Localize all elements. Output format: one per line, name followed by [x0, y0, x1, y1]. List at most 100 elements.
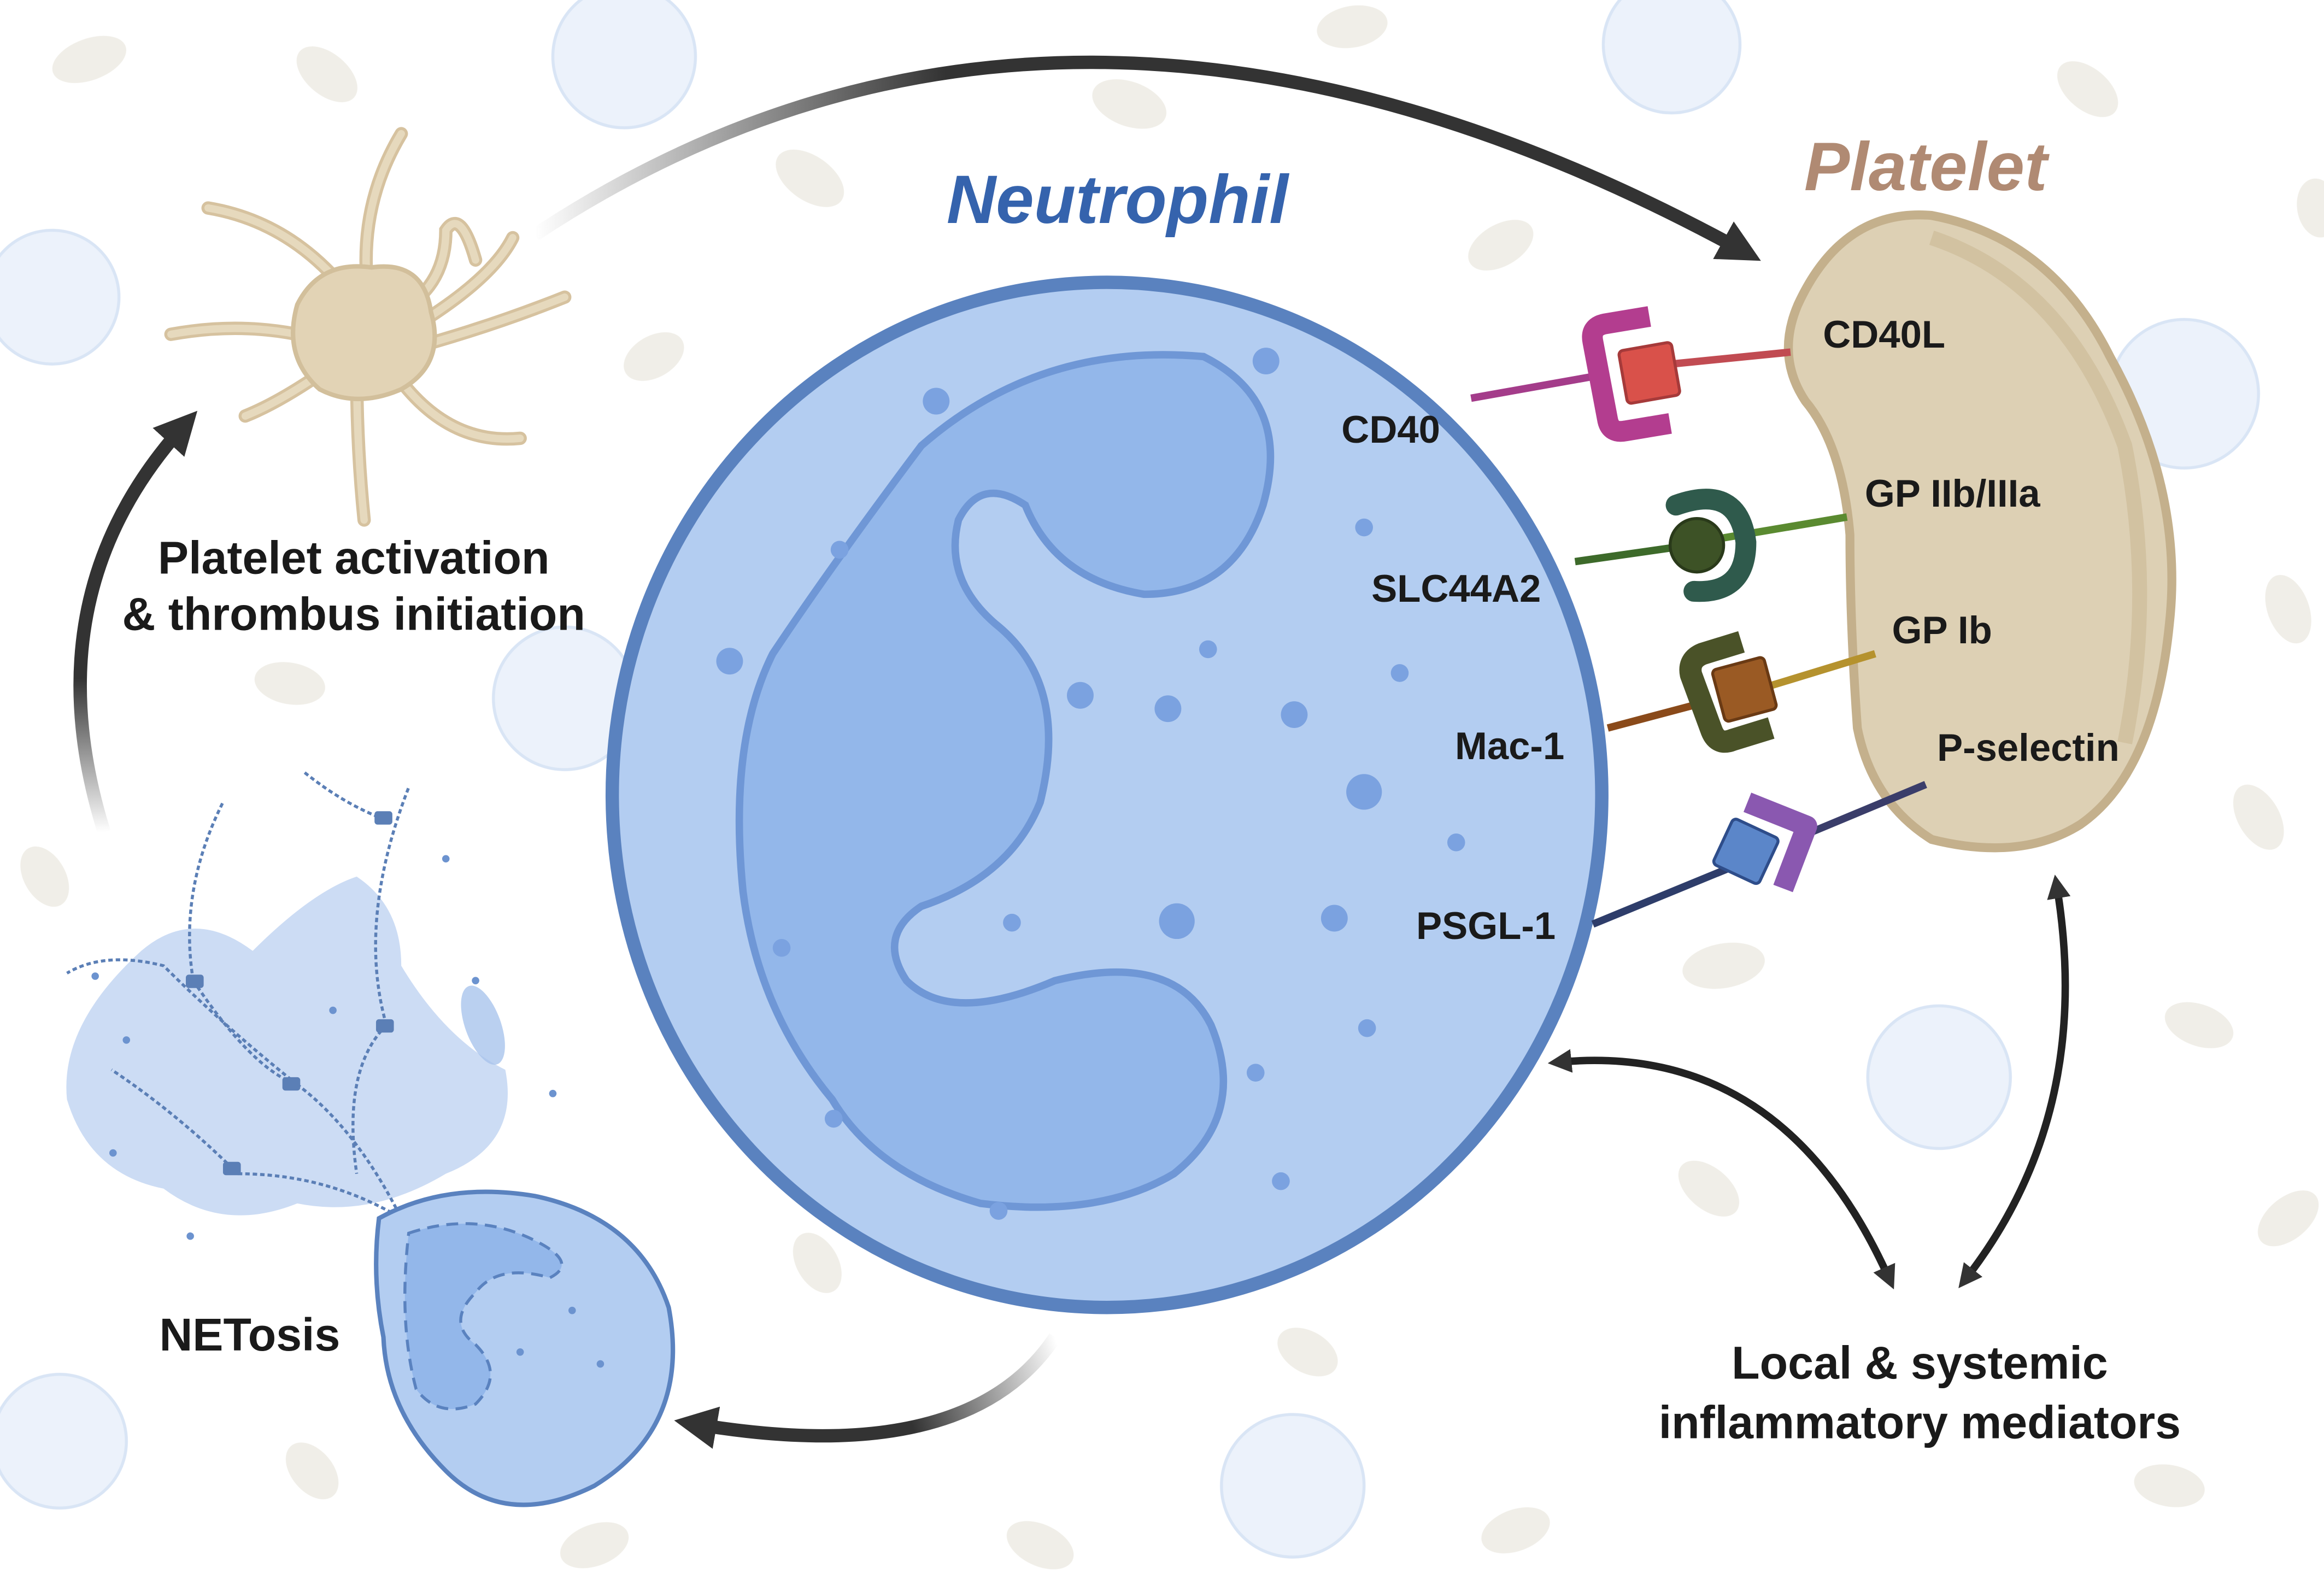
bg-rbc-icon: [285, 1442, 339, 1500]
bg-cell-icon: [1866, 1004, 2012, 1150]
granule-dot: [186, 1232, 194, 1240]
bg-cell-icon: [551, 0, 697, 130]
nucleosome-icon: [374, 811, 392, 825]
granule-dot: [549, 1089, 557, 1097]
slc44a2-label: SLC44A2: [1371, 567, 1541, 610]
granule-dot: [824, 1109, 843, 1128]
arrow-mediators-to-platelet: [1958, 874, 2071, 1288]
granule-dot: [1246, 1064, 1265, 1082]
cd40l-stalk: [1671, 348, 1791, 368]
bg-rbc-icon: [1678, 1160, 1740, 1217]
netosis-nucleus: [403, 1222, 564, 1411]
bg-rbc-icon: [2297, 178, 2324, 238]
nucleosome-icon: [185, 974, 204, 988]
bg-rbc-icon: [296, 46, 357, 102]
psgl1-p-selectin-pair: [1591, 781, 1927, 928]
granule-dot: [1281, 701, 1308, 729]
granule-dot: [568, 1306, 576, 1314]
bg-rbc-icon: [52, 36, 126, 83]
gp-ib-label: GP Ib: [1892, 608, 1992, 651]
granule-dot: [1355, 518, 1374, 537]
cd40-cd40l-pair: [1470, 306, 1791, 442]
neutrophil-title: Neutrophil: [947, 162, 1289, 238]
slc44a2-gp-iib-iiia-pair: [1574, 489, 1848, 602]
bg-cell-icon: [0, 228, 121, 366]
activation-caption-line2: & thrombus initiation: [122, 589, 585, 640]
arrow-neutrophil-to-netosis: [674, 1333, 1061, 1449]
granule-dot: [596, 1360, 605, 1368]
granule-dot: [1154, 695, 1182, 723]
psgl1-ligand-icon: [1712, 818, 1780, 885]
granule-dot: [109, 1149, 117, 1157]
activated-platelet-spines-fill: [167, 130, 568, 524]
psgl1-stalk: [1591, 865, 1728, 928]
platelet-cell: [1783, 210, 2176, 853]
granule-dot: [716, 648, 743, 675]
mac1-label: Mac-1: [1455, 724, 1564, 767]
granule-dot: [1390, 664, 1409, 682]
mediators-caption-line1: Local & systemic: [1732, 1337, 2108, 1389]
bg-rbc-icon: [624, 332, 684, 381]
bg-rbc-icon: [1277, 1328, 1338, 1377]
bg-rbc-icon: [1682, 942, 1765, 989]
p-selectin-stalk: [1799, 781, 1927, 840]
granule-dot: [1252, 348, 1280, 375]
granule-dot: [1321, 905, 1348, 932]
cd40l-ligand-icon: [1617, 341, 1681, 405]
bg-rbc-icon: [2265, 574, 2311, 644]
granule-dot: [329, 1006, 337, 1014]
bg-rbc-icon: [2257, 1190, 2319, 1247]
neutrophil-nucleus: [735, 351, 1275, 1211]
cd40l-label: CD40L: [1823, 313, 1945, 356]
bg-rbc-icon: [776, 149, 844, 207]
bg-rbc-icon: [2164, 1002, 2234, 1048]
bg-rbc-icon: [560, 1522, 629, 1569]
cd40-label: CD40: [1341, 408, 1440, 451]
cd40-stalk: [1470, 371, 1606, 402]
granule-dot: [472, 977, 479, 984]
granule-dot: [1358, 1019, 1376, 1037]
granule-dot: [923, 388, 950, 415]
net-blob: [461, 985, 505, 1065]
activated-platelet: [164, 127, 572, 527]
bg-rbc-icon: [1481, 1507, 1550, 1554]
bg-rbc-icon: [1092, 79, 1167, 129]
gp-iib-iiia-ligand-icon: [1668, 517, 1726, 574]
bg-cell-icon: [1601, 0, 1742, 115]
arrow-netosis-to-activation: [73, 410, 198, 834]
granule-dot: [442, 855, 450, 863]
neutrophil-cell: [605, 275, 1609, 1314]
bg-rbc-icon: [2134, 1464, 2205, 1507]
bg-rbc-icon: [1317, 5, 1388, 49]
bg-rbc-icon: [1006, 1521, 1074, 1570]
bg-rbc-icon: [1468, 220, 1534, 271]
gp-ib-stalk: [1767, 650, 1876, 690]
platelet-title: Platelet: [1804, 129, 2050, 205]
granule-dot: [830, 541, 849, 559]
platelet-highlight: [1929, 231, 2147, 744]
mediators-caption-line2: inflammatory mediators: [1659, 1396, 2181, 1448]
psgl1-label: PSGL-1: [1416, 904, 1556, 947]
arrow-platelet-to-platelet-top: [531, 55, 1761, 261]
granule-dot: [1447, 833, 1465, 852]
net-cloud: [66, 876, 508, 1216]
nucleosome-icon: [375, 1019, 394, 1033]
granule-dot: [1272, 1172, 1290, 1190]
granule-dot: [1199, 640, 1217, 659]
granule-dot: [91, 972, 99, 980]
slc44a2-stalk: [1574, 543, 1680, 566]
bg-rbc-icon: [254, 662, 325, 705]
granule-dot: [1159, 903, 1195, 940]
bg-rbc-icon: [2057, 61, 2118, 118]
granule-dot: [122, 1036, 131, 1044]
granule-dot: [516, 1348, 524, 1356]
cd40-receptor-icon: [1582, 306, 1672, 442]
gp-ib-ligand-icon: [1711, 656, 1778, 723]
mac1-receptor-icon: [1679, 631, 1775, 753]
netosis-cell: [66, 771, 676, 1507]
mac1-gp-ib-pair: [1606, 631, 1876, 753]
granule-dot: [772, 939, 791, 957]
